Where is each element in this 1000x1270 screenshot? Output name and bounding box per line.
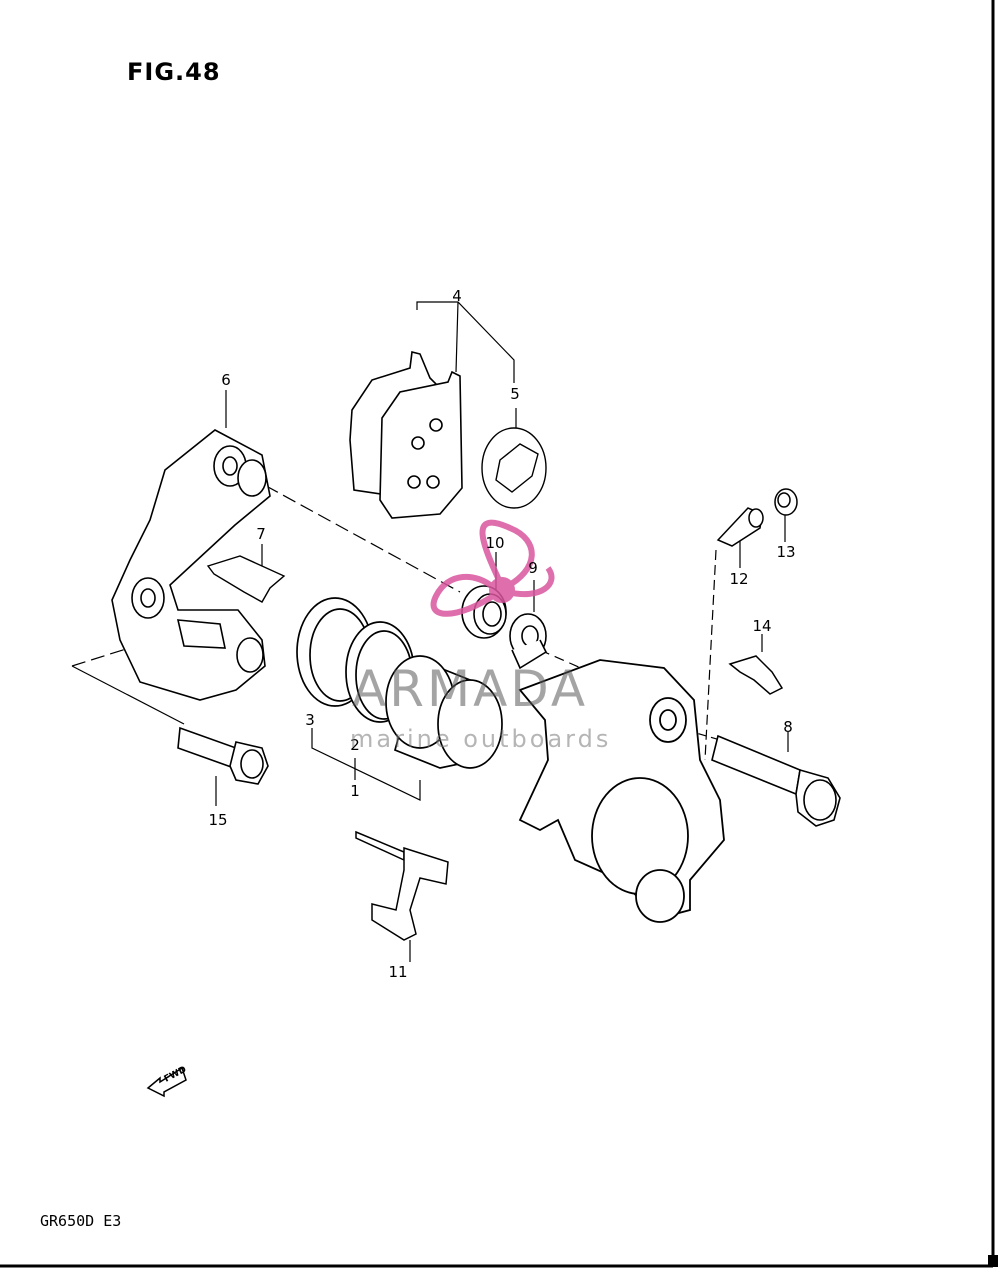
bleeder-screw-part (716, 507, 764, 547)
callout-14: 14 (752, 617, 772, 635)
brake-pad-set-part (349, 351, 463, 519)
pad-retainer-part (355, 830, 449, 941)
figure-title: FIG.48 (127, 58, 221, 86)
callout-4: 4 (452, 287, 462, 305)
bleeder-cap-part (774, 488, 798, 516)
leader-lines (71, 301, 789, 962)
callout-3: 3 (305, 711, 315, 729)
callout-5: 5 (510, 385, 520, 403)
callout-10: 10 (485, 534, 505, 552)
callout-2: 2 (350, 736, 360, 754)
callout-13: 13 (776, 543, 796, 561)
callout-11: 11 (388, 963, 408, 981)
watermark-name: ARMADA (352, 660, 589, 718)
callout-15: 15 (208, 811, 228, 829)
callout-8: 8 (783, 718, 793, 736)
watermark-tagline: marine outboards (350, 725, 612, 753)
callout-1: 1 (350, 782, 360, 800)
callout-9: 9 (528, 559, 538, 577)
slide-pin-bolt-part (711, 734, 841, 827)
bracket-bolt-part (177, 726, 269, 785)
caliper-body-part (518, 659, 725, 923)
callout-6: 6 (221, 371, 231, 389)
piston-seal-parts (296, 597, 503, 769)
callout-12: 12 (729, 570, 749, 588)
page-corner-mark (988, 1255, 998, 1267)
pin-clip-part (728, 655, 784, 695)
pad-spring-part (206, 555, 286, 603)
propeller-logo-icon (430, 519, 555, 617)
callout-7: 7 (256, 525, 266, 543)
pad-shim-part (481, 427, 547, 509)
model-code: GR650D E3 (40, 1212, 122, 1230)
forward-arrow-icon: FWD (146, 1065, 188, 1098)
caliper-bracket-part (111, 429, 271, 701)
